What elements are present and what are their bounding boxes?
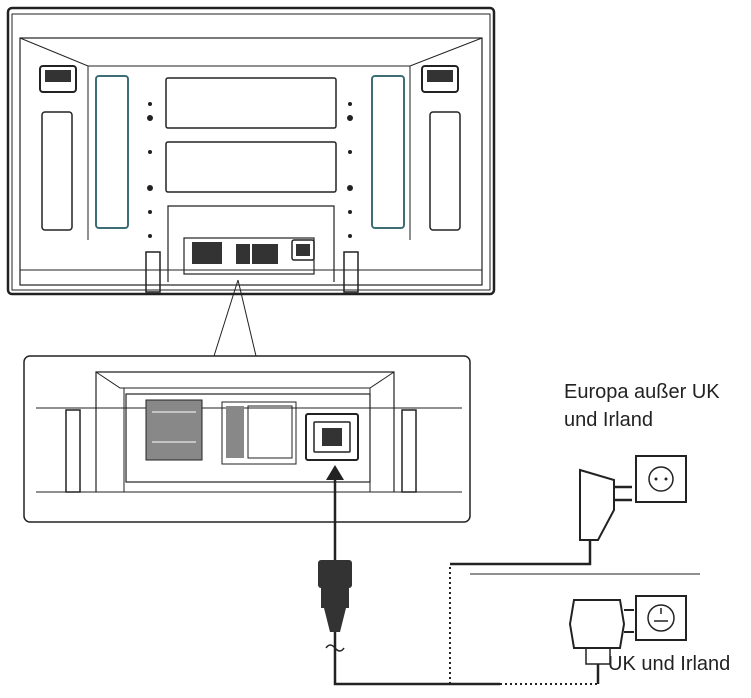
europe-wall-socket-icon (635, 455, 687, 503)
right-side-frame (371, 75, 405, 229)
europe-label-line2: und Irland (564, 409, 653, 431)
lower-plate (165, 141, 337, 193)
uk-label: UK und Irland (608, 653, 731, 675)
left-side-slot (41, 111, 73, 231)
right-foot (343, 251, 359, 293)
left-foot (145, 251, 161, 293)
uk-wall-socket-icon (635, 595, 687, 641)
connector-block-right (221, 401, 297, 465)
left-handle-icon (39, 65, 77, 93)
zoomed-terminal-detail (23, 355, 471, 523)
monitor-rear-view (6, 6, 496, 296)
left-side-frame (95, 75, 129, 229)
uk-plug-icon (568, 599, 634, 665)
right-side-slot (429, 111, 461, 231)
power-inlet-icon (305, 413, 359, 461)
power-inlet-icon-small (291, 239, 315, 261)
terminal-panel (125, 393, 371, 483)
connector-block-left (145, 399, 203, 461)
europe-label-line1: Europa außer UK (564, 381, 720, 403)
right-handle-icon (421, 65, 459, 93)
zoom-right-foot (401, 409, 417, 493)
zoom-left-foot (65, 409, 81, 493)
europe-schuko-plug-icon (579, 468, 632, 541)
power-cord (318, 465, 600, 686)
power-cord-connector (318, 560, 352, 632)
upper-plate (165, 77, 337, 129)
